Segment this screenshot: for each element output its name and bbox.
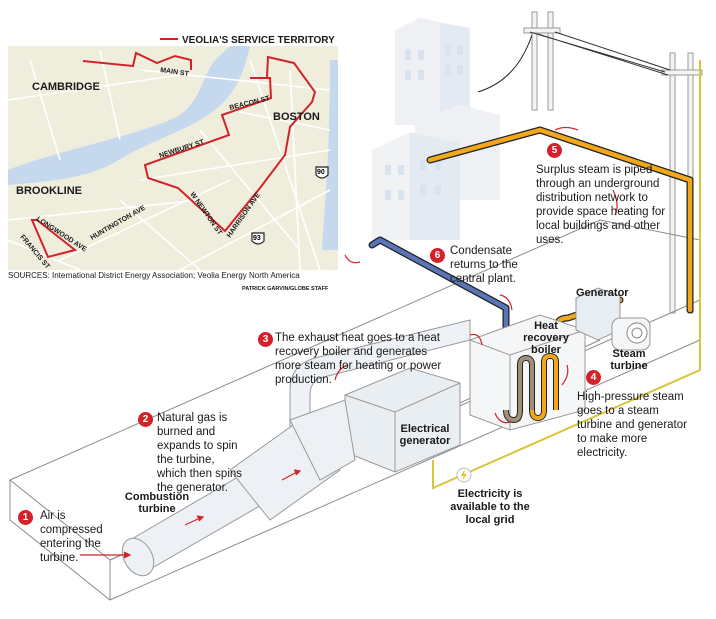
label-electrical-generator: Electrical generator bbox=[399, 423, 451, 447]
step-1-badge: 1 bbox=[18, 510, 33, 525]
map-legend-label: VEOLIA'S SERVICE TERRITORY bbox=[182, 35, 335, 46]
street-main-st: MAIN ST bbox=[160, 67, 190, 78]
label-steam-turbine: Steam turbine bbox=[610, 348, 648, 372]
lightning-icon bbox=[456, 467, 472, 483]
electric-line bbox=[432, 60, 701, 490]
exhaust-duct bbox=[289, 319, 471, 441]
map-label-boston: BOSTON bbox=[273, 111, 320, 123]
flow-arrows bbox=[80, 126, 618, 559]
label-generator: Generator bbox=[576, 287, 629, 299]
label-local-grid: Electricity is available to the local gr… bbox=[450, 488, 530, 526]
step-5-badge: 5 bbox=[547, 143, 562, 158]
map-label-cambridge: CAMBRIDGE bbox=[32, 81, 100, 93]
step-6-badge: 6 bbox=[430, 248, 445, 263]
label-heat-recovery-boiler: Heat recovery boiler bbox=[523, 320, 569, 356]
step-1-text: Air is compressed entering the turbine. bbox=[40, 510, 103, 564]
map-sources: SOURCES: International District Energy A… bbox=[8, 271, 300, 280]
steam-turbine-generator bbox=[575, 287, 651, 351]
combustion-turbine bbox=[121, 399, 356, 577]
map-credit: PATRICK GARVIN/GLOBE STAFF bbox=[242, 286, 329, 292]
territory-boundary bbox=[30, 51, 317, 259]
map-panel: VEOLIA'S SERVICE TERRITORY CAMBRIDGE BOS… bbox=[7, 35, 338, 292]
label-combustion-turbine: Combustion turbine bbox=[124, 491, 190, 515]
step-4-text: High-pressure steam goes to a steam turb… bbox=[577, 391, 687, 459]
step-3-text: The exhaust heat goes to a heat recovery… bbox=[275, 332, 442, 386]
heat-recovery-boiler bbox=[469, 314, 586, 431]
step-3-badge: 3 bbox=[258, 332, 273, 347]
svg-text:93: 93 bbox=[253, 235, 261, 242]
step-2-text: Natural gas is burned and expands to spi… bbox=[157, 412, 243, 494]
city-buildings bbox=[372, 18, 500, 240]
step-4-badge: 4 bbox=[586, 370, 601, 385]
map-label-brookline: BROOKLINE bbox=[16, 185, 82, 197]
charles-river bbox=[8, 46, 250, 185]
svg-text:90: 90 bbox=[317, 169, 325, 176]
step-5-text: Surplus steam is piped through an underg… bbox=[536, 164, 666, 246]
highway-93-shield: 93 bbox=[251, 232, 265, 245]
step-2-badge: 2 bbox=[138, 412, 153, 427]
harbor-water bbox=[322, 60, 338, 250]
map-roads bbox=[7, 49, 331, 271]
step-6-text: Condensate returns to the central plant. bbox=[450, 245, 518, 285]
highway-90-shield: 90 bbox=[315, 166, 329, 179]
